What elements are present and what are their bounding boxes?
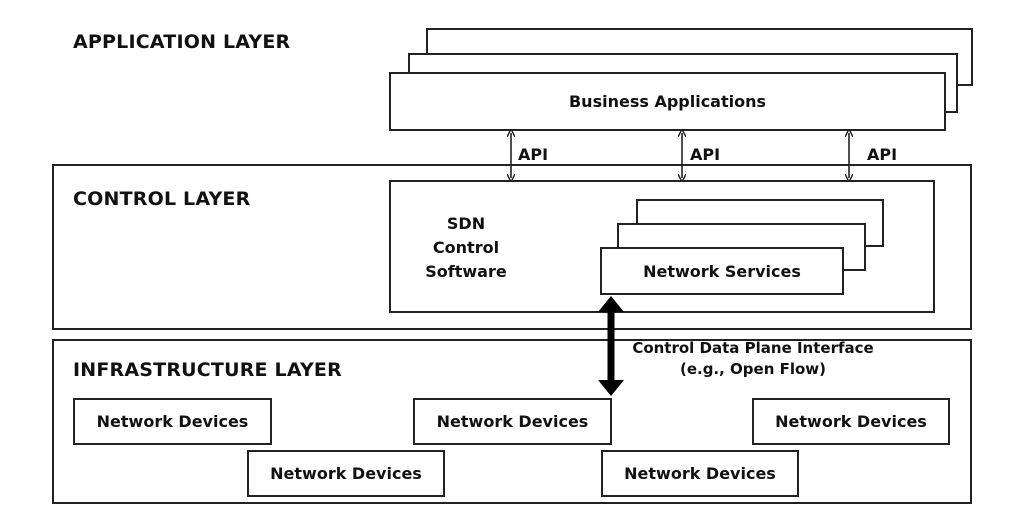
sdn-control-software-label: SDN Control Software <box>412 212 520 284</box>
api-label-1: API <box>518 145 549 164</box>
network-device-3: Network Devices <box>752 398 950 445</box>
api-label-2: API <box>690 145 721 164</box>
interface-line-1: Control Data Plane Interface <box>632 339 874 357</box>
control-data-plane-arrow <box>598 296 624 396</box>
network-device-1: Network Devices <box>73 398 272 445</box>
network-services-box: Network Services <box>600 247 844 295</box>
sdn-line-1: SDN <box>446 214 486 233</box>
business-applications-box: Business Applications <box>389 72 946 131</box>
business-applications-label: Business Applications <box>568 92 767 111</box>
network-device-4: Network Devices <box>247 450 445 497</box>
sdn-line-2: Control <box>432 238 500 257</box>
network-services-label: Network Services <box>643 261 801 281</box>
infrastructure-layer-title: INFRASTRUCTURE LAYER <box>73 359 342 381</box>
control-layer-title: CONTROL LAYER <box>73 188 251 210</box>
interface-line-2: (e.g., Open Flow) <box>679 360 827 378</box>
network-device-2: Network Devices <box>413 398 612 445</box>
control-data-plane-interface-label: Control Data Plane Interface (e.g., Open… <box>628 338 878 380</box>
api-label-3: API <box>867 145 898 164</box>
network-device-5: Network Devices <box>601 450 799 497</box>
sdn-line-3: Software <box>425 262 507 281</box>
application-layer-title: APPLICATION LAYER <box>73 31 291 53</box>
